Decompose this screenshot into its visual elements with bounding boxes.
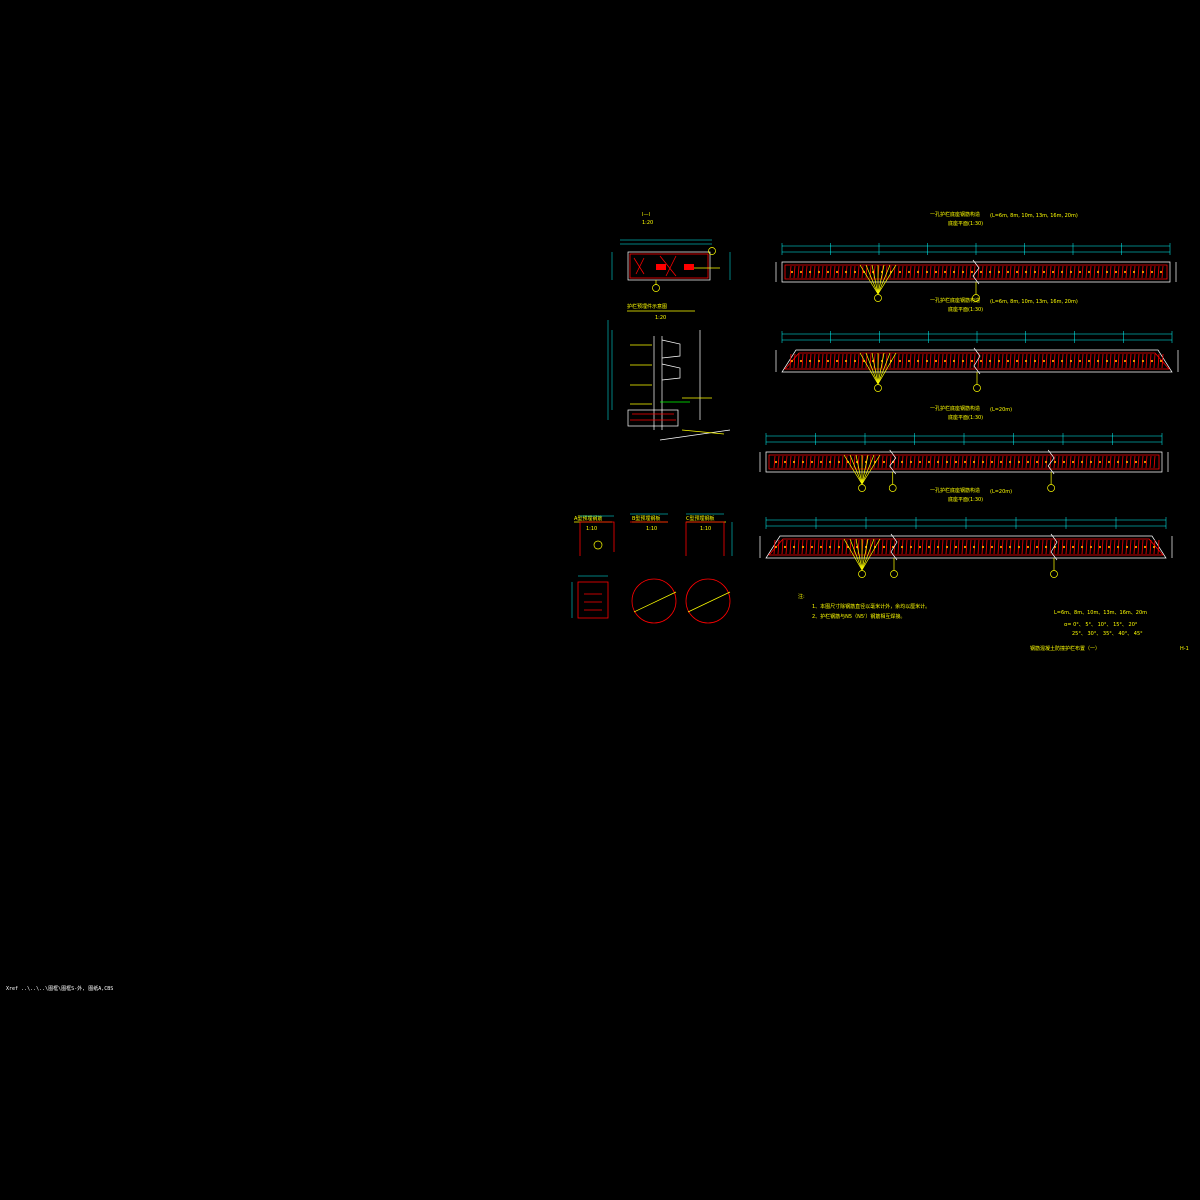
detail-a: A型预埋钢筋 1:10	[571, 515, 615, 619]
notes: 注: 1、本图尺寸除钢筋直径以毫米计外，余均以厘米计。 2、护栏钢筋与N5（N5…	[798, 593, 930, 620]
elevation-4-title: 一孔护栏底座钢筋构造	[930, 487, 980, 494]
elevation-1-rebar	[775, 243, 1177, 302]
notes-heading: 注:	[798, 593, 805, 600]
embed-diagram: 护栏预埋件示意图 1:20	[607, 303, 731, 441]
span-angles-2: 25°、 30°、 35°、 40°、 45°	[1072, 631, 1143, 637]
elevation-1-range: (L=6m, 8m, 10m, 13m, 16m, 20m)	[990, 213, 1078, 219]
elevation-4-subtitle: 底座平面(1:30)	[948, 496, 983, 503]
elevation-3-range: (L=20m)	[990, 407, 1012, 413]
detail-c: C型预埋钢板 1:10	[685, 513, 733, 624]
elevation-3-title: 一孔护栏底座钢筋构造	[930, 405, 980, 412]
sheet-number: H-1	[1180, 646, 1189, 652]
section-scale: 1:20	[642, 220, 653, 226]
elevation-4-range: (L=20m)	[990, 489, 1012, 495]
sheet-title: 钢筋混凝土防撞护栏布置（一）	[1030, 645, 1100, 652]
elevation-2-title: 一孔护栏底座钢筋构造	[930, 297, 980, 304]
span-lengths: L=6m、8m、10m、13m、16m、20m	[1054, 610, 1147, 616]
note-2: 2、护栏钢筋与N5（N5'）钢筋相互焊接。	[812, 613, 905, 620]
detail-b: B型预埋钢板 1:10	[630, 513, 677, 624]
elevation-1-title: 一孔护栏底座钢筋构造	[930, 211, 980, 218]
embed-scale: 1:20	[655, 315, 666, 321]
note-1: 1、本图尺寸除钢筋直径以毫米计外，余均以厘米计。	[812, 603, 930, 610]
elevation-2: 一孔护栏底座钢筋构造 (L=6m, 8m, 10m, 13m, 16m, 20m…	[775, 297, 1179, 392]
detail-c-scale: 1:10	[700, 526, 711, 532]
elevation-1: 一孔护栏底座钢筋构造 (L=6m, 8m, 10m, 13m, 16m, 20m…	[775, 211, 1177, 302]
command-line: Xref ..\..\..\图框\图框S-外, 图纸A,CBS	[6, 985, 113, 992]
elevation-3: 一孔护栏底座钢筋构造 (L=20m) 底座平面(1:30)	[759, 405, 1169, 492]
embed-title: 护栏预埋件示意图	[627, 303, 667, 310]
elevation-4-rebar	[759, 517, 1173, 578]
span-angles-1: α= 0°、 5°、 10°、 15°、 20°	[1064, 622, 1138, 628]
section-title: I—I	[642, 212, 650, 218]
elevation-3-rebar	[759, 433, 1169, 492]
detail-b-title: B型预埋钢板	[632, 515, 660, 522]
detail-a-title: A型预埋钢筋	[574, 515, 602, 522]
elevation-4: 一孔护栏底座钢筋构造 (L=20m) 底座平面(1:30)	[759, 487, 1173, 578]
section-view: I—I 1:20	[611, 212, 731, 292]
elevation-3-subtitle: 底座平面(1:30)	[948, 414, 983, 421]
elevation-2-rebar	[775, 331, 1179, 392]
detail-b-scale: 1:10	[646, 526, 657, 532]
detail-c-title: C型预埋钢板	[686, 515, 715, 522]
detail-a-scale: 1:10	[586, 526, 597, 532]
span-table: L=6m、8m、10m、13m、16m、20m α= 0°、 5°、 10°、 …	[1054, 610, 1147, 637]
elevation-2-range: (L=6m, 8m, 10m, 13m, 16m, 20m)	[990, 299, 1078, 305]
elevation-2-subtitle: 底座平面(1:30)	[948, 306, 983, 313]
elevation-1-subtitle: 底座平面(1:30)	[948, 220, 983, 227]
